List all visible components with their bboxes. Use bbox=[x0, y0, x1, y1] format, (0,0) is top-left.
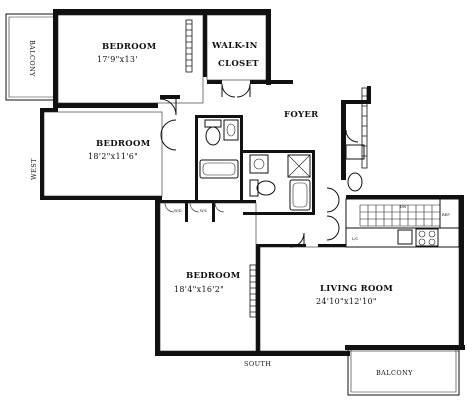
walk-in-closet-line2: CLOSET bbox=[218, 59, 259, 69]
compass-south: SOUTH bbox=[244, 360, 271, 368]
appliance-lc: L/C bbox=[352, 237, 359, 241]
foyer-name: FOYER bbox=[284, 110, 319, 120]
walk-in-closet-line1: WALK-IN bbox=[211, 41, 258, 51]
living-room-name: LIVING ROOM bbox=[320, 284, 393, 294]
bathroom-fixtures bbox=[199, 119, 365, 211]
appliance-wd: W/D bbox=[174, 209, 182, 213]
bedroom-3-name: BEDROOM bbox=[186, 271, 241, 281]
bedroom-3-dims: 18'4"x16'2" bbox=[174, 285, 224, 294]
appliance-ref: REF bbox=[442, 213, 450, 217]
appliance-wc: W/C bbox=[200, 209, 208, 213]
balcony-west-label: BALCONY bbox=[28, 40, 36, 77]
living-room-dims: 24'10"x12'10" bbox=[316, 297, 377, 306]
doors bbox=[159, 83, 359, 248]
exterior-walls bbox=[40, 9, 465, 356]
bedroom-1-name: BEDROOM bbox=[102, 42, 157, 52]
balcony-west bbox=[5, 13, 53, 101]
balcony-south-label: BALCONY bbox=[376, 369, 413, 377]
bedroom-2-name: BEDROOM bbox=[96, 139, 151, 149]
compass-west: WEST bbox=[30, 158, 38, 180]
bedroom-2-dims: 18'2"x11'6" bbox=[88, 152, 138, 161]
room-labels: BEDROOM 17'9"x13' WALK-IN CLOSET BEDROOM… bbox=[28, 40, 450, 377]
kitchen bbox=[345, 198, 460, 248]
bedroom-1-dims: 17'9"x13' bbox=[97, 55, 138, 64]
appliance-dw: DW bbox=[400, 205, 407, 209]
balcony-south bbox=[347, 350, 460, 396]
